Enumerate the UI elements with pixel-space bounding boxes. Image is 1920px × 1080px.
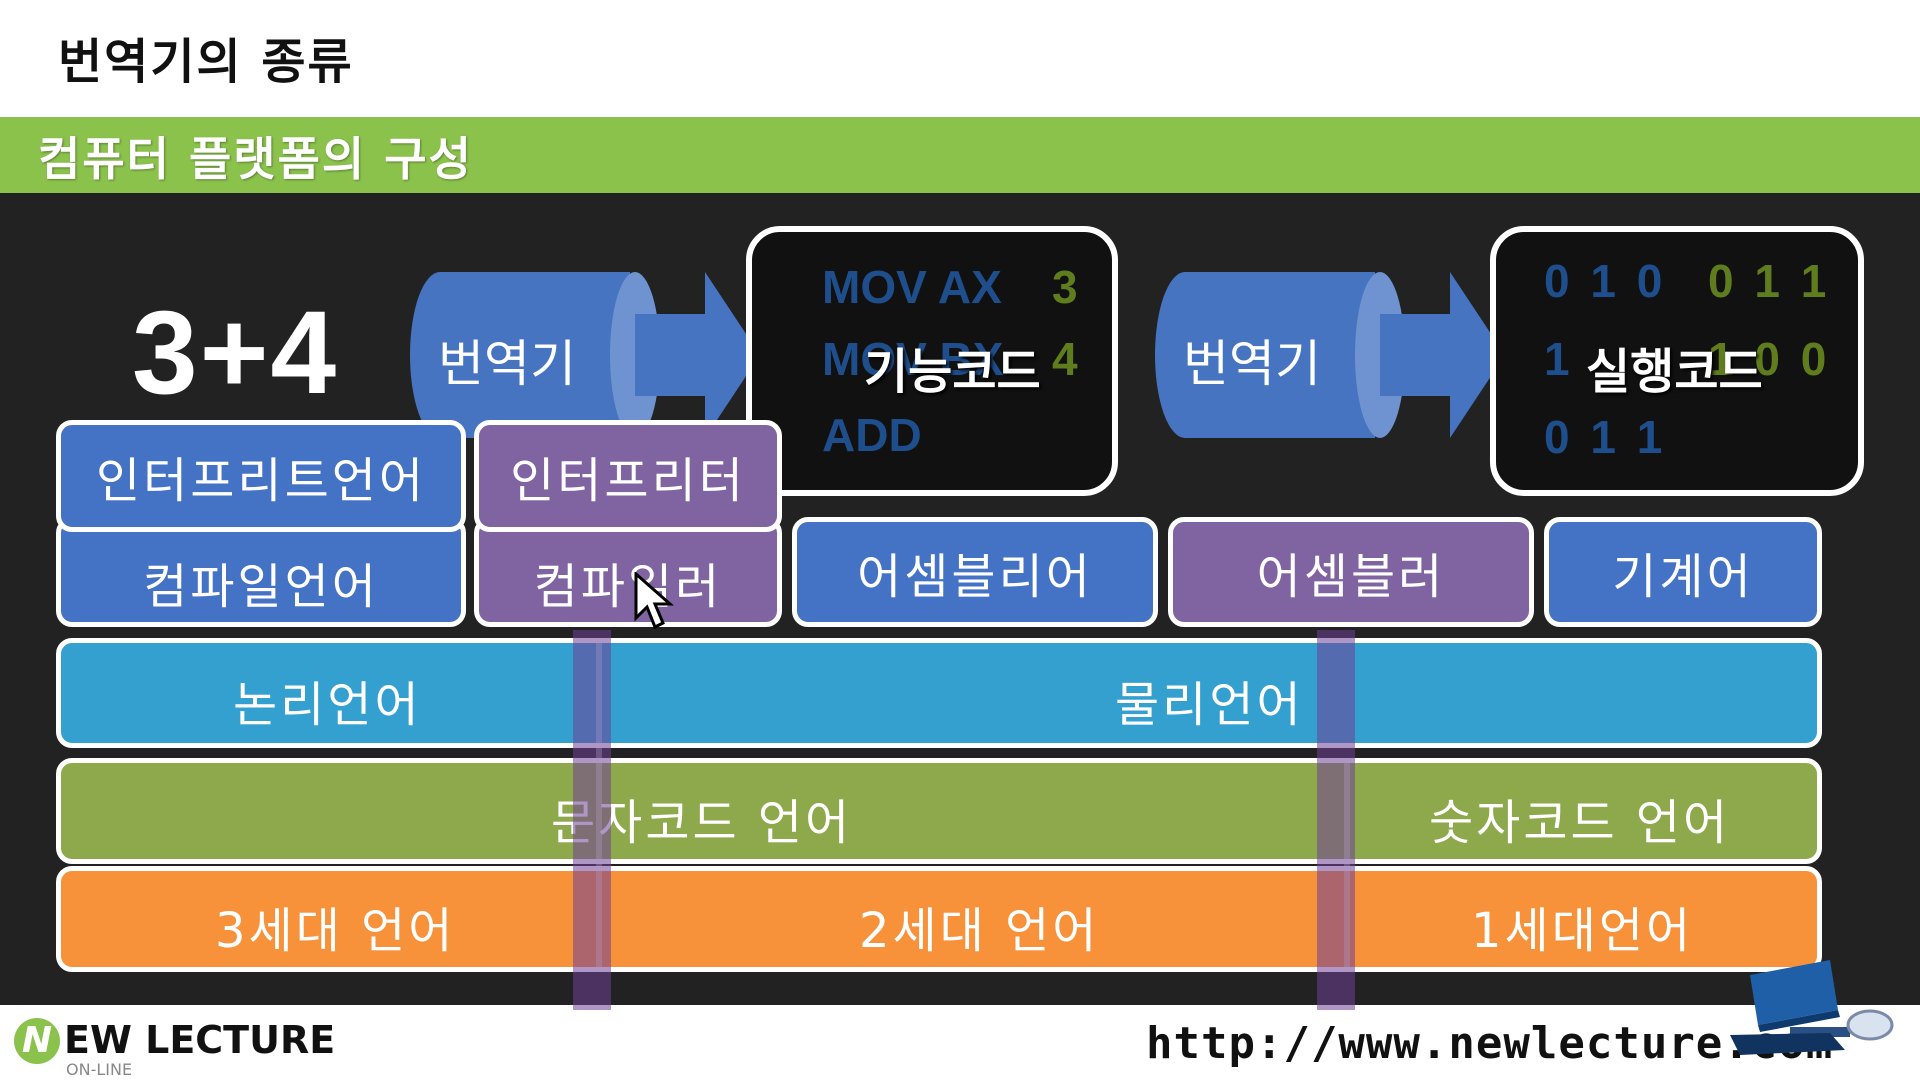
logo-text: EW LECTURE — [64, 1018, 335, 1062]
brand-logo: N EW LECTURE ON-LINE — [14, 1010, 344, 1080]
translator-2-label: 번역기 — [1183, 324, 1321, 396]
numeric-code-label: 숫자코드 언어 — [1429, 783, 1730, 853]
assembler-box: 어셈블러 — [1168, 517, 1534, 627]
code-num-2: 4 — [1052, 332, 1078, 386]
function-code-box: MOV AX 3 MOV BX 4 ADD 기능코드 — [746, 226, 1118, 496]
interpreter-language-box: 인터프리트언어 — [56, 420, 466, 532]
function-code-label: 기능코드 — [864, 332, 1041, 402]
bits-row1-left: 0 1 0 — [1544, 254, 1666, 308]
computer-illustration-icon — [1710, 955, 1900, 1065]
logical-language-label: 논리언어 — [233, 665, 422, 735]
compiler-box: 컴파일러 — [474, 517, 782, 627]
logo-subtext: ON-LINE — [66, 1060, 132, 1079]
first-generation-label: 1세대언어 — [1471, 891, 1693, 961]
second-generation-label: 2세대 언어 — [859, 891, 1099, 961]
code-line-3: ADD — [822, 408, 922, 462]
assembler-boundary-band — [1317, 630, 1355, 1010]
code-type-bar: 문자코드 언어 숫자코드 언어 — [56, 758, 1822, 864]
right-arrow-icon — [1380, 272, 1505, 438]
logic-physical-bar: 논리언어 물리언어 — [56, 638, 1822, 748]
bits-row2-left: 1 — [1544, 332, 1570, 386]
third-generation-label: 3세대 언어 — [215, 891, 455, 961]
code-num-1: 3 — [1052, 260, 1078, 314]
source-expression: 3+4 — [132, 285, 338, 421]
bits-row3-left: 0 1 1 — [1544, 410, 1666, 464]
code-line-1: MOV AX — [822, 260, 1002, 314]
exec-code-label: 실행코드 — [1586, 332, 1763, 402]
machine-language-box: 기계어 — [1544, 517, 1822, 627]
logo-n: N — [14, 1018, 60, 1064]
physical-language-label: 물리언어 — [1115, 665, 1304, 735]
compiler-boundary-band — [573, 630, 611, 1010]
slide-title: 번역기의 종류 — [58, 22, 354, 92]
generation-bar: 3세대 언어 2세대 언어 1세대언어 — [56, 866, 1822, 972]
mouse-cursor-icon — [634, 572, 674, 632]
right-arrow-icon — [635, 272, 760, 438]
translator-1-label: 번역기 — [438, 324, 576, 396]
interpreter-box: 인터프리터 — [474, 420, 782, 532]
slide-subtitle: 컴퓨터 플랫폼의 구성 — [38, 123, 473, 189]
exec-code-box: 0 1 0 0 1 1 1 1 0 0 0 1 1 실행코드 — [1490, 226, 1864, 496]
translator-2: 번역기 — [1155, 272, 1505, 438]
translator-1: 번역기 — [410, 272, 760, 438]
compiled-language-box: 컴파일언어 — [56, 517, 466, 627]
bits-row1-right: 0 1 1 — [1708, 254, 1830, 308]
assembly-language-box: 어셈블리어 — [792, 517, 1158, 627]
